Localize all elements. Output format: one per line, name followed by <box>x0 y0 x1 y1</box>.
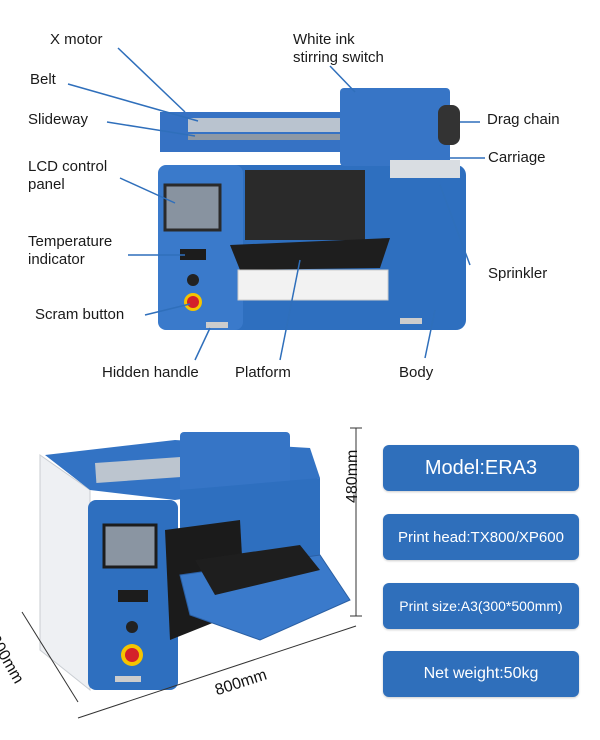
label-lcd-control-panel: LCD control panel <box>28 158 108 193</box>
temperature-display <box>180 249 206 260</box>
spec-print-size: Print size:A3(300*500mm) <box>383 583 579 629</box>
spec-print-size-text: Print size:A3(300*500mm) <box>399 598 563 614</box>
spec-net-weight-text: Net weight:50kg <box>423 665 539 682</box>
label-drag-chain: Drag chain <box>487 111 560 128</box>
spec-print-head: Print head:TX800/XP600 <box>383 514 579 560</box>
spec-model-text: Model:ERA3 <box>424 456 538 479</box>
spec-print-head-text: Print head:TX800/XP600 <box>398 528 564 546</box>
carriage-block <box>340 88 450 166</box>
label-belt: Belt <box>30 71 56 88</box>
scram-button-shape <box>187 296 199 308</box>
label-hidden-handle: Hidden handle <box>102 364 199 381</box>
dimension-height: 480mm <box>344 449 361 503</box>
drag-chain-shape <box>438 105 460 145</box>
platform-shape <box>230 238 390 270</box>
label-slideway: Slideway <box>28 111 89 128</box>
spec-net-weight: Net weight:50kg <box>383 651 579 697</box>
label-scram-button: Scram button <box>35 306 125 323</box>
label-body: Body <box>399 364 434 381</box>
slideway-rail <box>188 118 378 132</box>
label-x-motor: X motor <box>50 31 103 48</box>
lcd-screen <box>163 183 222 232</box>
label-carriage: Carriage <box>488 149 546 166</box>
label-temperature-indicator: Temperature indicator <box>28 233 113 268</box>
label-white-ink-switch: White ink stirring switch <box>293 31 384 66</box>
label-platform: Platform <box>235 364 291 381</box>
label-sprinkler: Sprinkler <box>488 265 548 282</box>
spec-model: Model:ERA3 <box>383 445 579 491</box>
